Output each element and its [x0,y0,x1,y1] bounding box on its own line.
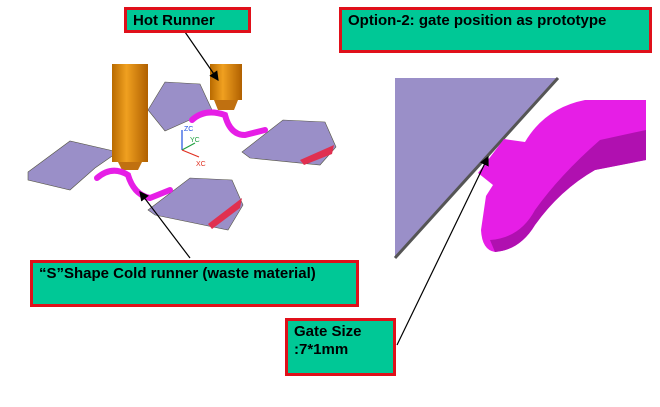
hot-runner-label: Hot Runner [124,7,251,33]
gate-arrow [396,155,489,346]
part-top-left [147,81,213,132]
axis-y-label: YC [190,137,200,144]
part-bottom [147,177,244,231]
axis-z-label: ZC [184,126,193,133]
nozzle-left [112,64,148,170]
gate-size-label: Gate Size :7*1mm [285,318,396,376]
hot-runner-arrow [184,31,219,81]
cold-runner-left [94,167,173,202]
nozzle-right [210,64,242,110]
part-left [27,140,119,191]
option-label: Option-2: gate position as prototype [339,7,652,53]
axis-triad [181,130,200,158]
zoomed-gate-runner [478,100,646,252]
cold-runner-arrow [139,191,191,259]
part-right [241,119,337,166]
cold-runner-right [189,109,268,139]
zoomed-part [393,76,560,260]
cold-runner-label: “S”Shape Cold runner (waste material) [30,260,359,307]
axis-x-label: XC [196,161,206,168]
